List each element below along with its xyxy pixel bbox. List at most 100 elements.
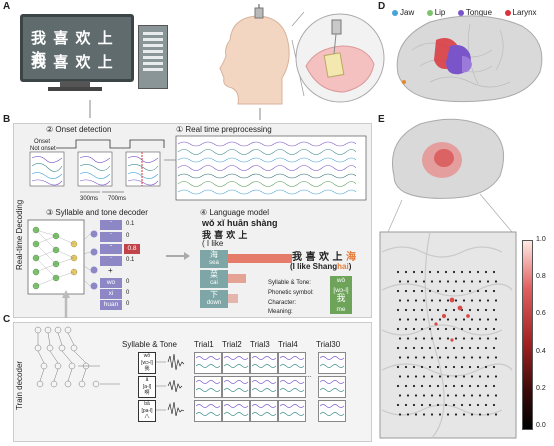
onset-label: Onset xyxy=(34,139,51,145)
electrode-dot xyxy=(428,346,432,350)
electrode-dot xyxy=(476,327,480,331)
electrode-dot xyxy=(492,346,496,350)
electrode-dot xyxy=(484,308,488,312)
electrode-dot xyxy=(404,403,408,407)
syllable-card-a-ipa: [a-l] xyxy=(142,383,152,390)
electrode-dot xyxy=(412,308,416,312)
electrode-dot xyxy=(422,318,426,321)
electrode-dot xyxy=(398,280,402,283)
candidate-down-gloss: down xyxy=(206,300,222,306)
electrode-dot xyxy=(436,308,440,312)
syllable-wo-prob: 0 xyxy=(126,279,130,285)
electrode-dot xyxy=(396,327,400,331)
english-sentence: ( I like xyxy=(202,239,224,248)
candidate-cai-char: 菜 xyxy=(210,270,218,279)
electrode-dot xyxy=(414,299,418,302)
electrode-dot xyxy=(430,318,434,321)
electrode-dot xyxy=(462,394,466,397)
electrode-dot xyxy=(446,337,450,340)
electrode-dot xyxy=(486,299,490,302)
decoded-hanzi-last: 海 xyxy=(345,252,356,263)
electrode-dot xyxy=(486,280,490,283)
panel-label-c: C xyxy=(3,314,11,325)
monitor-stand xyxy=(60,81,90,87)
electrode-dot xyxy=(414,356,418,359)
electrode-dot xyxy=(404,270,408,274)
electrode-dot xyxy=(452,270,456,274)
electrode-dot xyxy=(420,289,424,293)
electrode-dot xyxy=(398,375,402,378)
electrode-dot xyxy=(446,375,450,378)
electrode-dot xyxy=(436,384,440,388)
electrode-dot xyxy=(444,270,448,274)
onset-detection-title: ② Onset detection xyxy=(46,125,112,134)
electrode-dot xyxy=(484,384,488,388)
time-300ms-label: 300ms xyxy=(80,196,99,202)
electrode-dot xyxy=(420,327,424,331)
info-value-meaning: me xyxy=(336,305,346,313)
electrode-dot xyxy=(478,318,482,321)
decoded-english-close: ) xyxy=(348,262,352,271)
syllable-card-a-pinyin: ā xyxy=(145,377,149,383)
syllable-huan-prob: 0 xyxy=(126,301,130,307)
electrode-dot xyxy=(494,318,498,321)
legend-jaw-label: Jaw xyxy=(400,8,415,17)
electrode-dot xyxy=(476,270,480,274)
electrode-dot xyxy=(454,375,458,378)
electrode-dot xyxy=(452,403,456,407)
electrode-dot xyxy=(422,356,426,359)
panel-label-b: B xyxy=(3,114,11,125)
electrode-dot xyxy=(406,280,410,283)
legend-jaw-swatch xyxy=(392,9,398,16)
electrode-dot xyxy=(470,280,474,283)
syllable-tone-header: Syllable & Tone xyxy=(122,340,177,349)
electrode-dot xyxy=(452,327,456,331)
electrode-dot xyxy=(452,289,456,293)
electrode-dot xyxy=(406,337,410,340)
decoded-english-output: (I like Shanghai) xyxy=(290,262,351,271)
electrode-dot xyxy=(478,356,482,359)
electrode-dot xyxy=(486,375,490,378)
legend-larynx: Larynx xyxy=(504,8,537,17)
electrode-dot xyxy=(454,337,458,340)
info-label-syllable: Syllable & Tone: xyxy=(268,280,311,286)
electrode-dot xyxy=(486,356,490,359)
info-values-card: wǒ [wɔ-l] 我 me xyxy=(330,276,352,314)
train-decoder-panel xyxy=(13,322,372,442)
electrode-dot xyxy=(412,365,416,369)
decoded-english-hai: hai xyxy=(337,262,349,271)
electrode-dot xyxy=(460,346,464,350)
electrode-dot xyxy=(406,413,410,416)
info-label-character: Character: xyxy=(268,300,297,306)
electrode-dot xyxy=(478,375,482,378)
hanzi-sentence: 我 喜 欢 上 xyxy=(202,231,248,241)
electrode-dot xyxy=(452,308,456,312)
electrode-dot xyxy=(398,337,402,340)
electrode-dot xyxy=(478,413,482,416)
electrode-dot xyxy=(478,337,482,340)
panel-label-a: A xyxy=(3,1,11,12)
electrode-dot xyxy=(484,327,488,331)
syllable-card-wo: wǒ[wɔ-l]我 xyxy=(138,352,156,374)
electrode-dot xyxy=(486,318,490,321)
electrode-dot xyxy=(444,365,448,369)
trial-3-header: Trial3 xyxy=(250,340,270,349)
electrode-dot xyxy=(476,384,480,388)
electrode-dot xyxy=(484,346,488,350)
electrode-dot xyxy=(462,356,466,359)
electrode-dot xyxy=(486,413,490,416)
screen-sentence-partial: 我 喜 欢 上 xyxy=(31,53,114,71)
electrode-dot xyxy=(494,337,498,340)
tone-4-prob: 0.1 xyxy=(126,257,135,263)
electrode-dot xyxy=(428,365,432,369)
electrode-dot xyxy=(452,384,456,388)
tone-1-prob: 0.1 xyxy=(126,221,135,227)
electrode-dot xyxy=(492,365,496,369)
electrode-dot xyxy=(446,280,450,283)
electrode-dot xyxy=(414,337,418,340)
electrode-dot xyxy=(422,299,426,302)
electrode-dot xyxy=(436,270,440,274)
candidate-sea-gloss: sea xyxy=(209,260,219,266)
electrode-dot xyxy=(486,394,490,397)
